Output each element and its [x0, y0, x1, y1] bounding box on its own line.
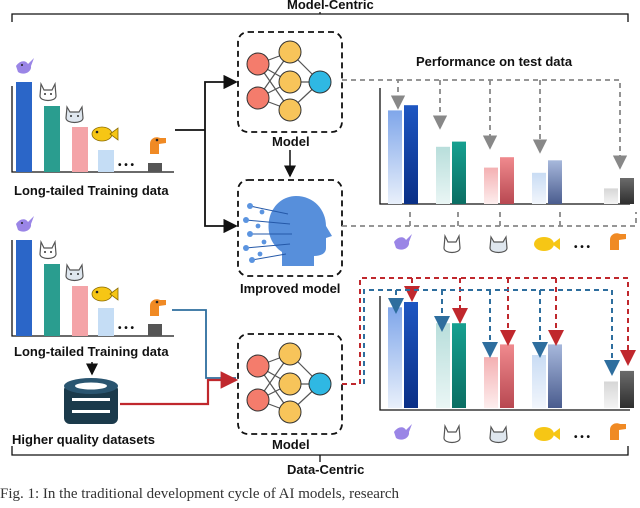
- cat-icon-test: [443, 233, 461, 254]
- fish-icon-test-2: [534, 427, 560, 441]
- train2-bar-fish: [98, 308, 114, 336]
- bird-icon-2: [16, 216, 34, 232]
- dots-top-left: • • •: [118, 160, 135, 171]
- model-centric-label: Model-Centric: [283, 0, 378, 12]
- fish-icon-2: [91, 286, 119, 302]
- perf-top-bar-3-after: [548, 160, 562, 204]
- perf-bottom-bar-4-before: [604, 381, 618, 408]
- data-centric-label: Data-Centric: [287, 462, 365, 477]
- model-label-2: Model: [272, 437, 310, 452]
- perf-top-bar-4-before: [604, 188, 618, 204]
- dots-test-top: • • •: [574, 242, 591, 253]
- perf-bottom-bar-0-before: [388, 307, 402, 408]
- train-bar-bird: [16, 82, 32, 172]
- arrow-training-to-model-blue: [172, 309, 236, 379]
- long-tailed-label-1: Long-tailed Training data: [14, 183, 169, 198]
- train2-bar-bird: [16, 240, 32, 336]
- perf-top-bar-0-after: [404, 105, 418, 204]
- fish-icon-test: [534, 237, 560, 251]
- performance-chart-bottom: [379, 296, 634, 411]
- train-bar-cat-2: [72, 127, 88, 172]
- blue-dashed-connectors: [363, 289, 620, 384]
- perf-bottom-bar-2-after: [500, 344, 514, 408]
- bird-icon-test-2: [394, 424, 412, 440]
- perf-bottom-bar-0-after: [404, 302, 418, 408]
- figure-caption: Fig. 1: In the traditional development c…: [0, 486, 400, 502]
- train2-bar-cat-2: [72, 286, 88, 336]
- improved-model-label: Improved model: [240, 281, 341, 296]
- perf-bottom-bar-2-before: [484, 357, 498, 408]
- train-bar-dino: [148, 163, 162, 172]
- model-centric-bracket: [11, 13, 629, 22]
- dino-icon-test: [610, 233, 626, 250]
- perf-top-bar-2-after: [500, 157, 514, 204]
- long-tailed-label-2: Long-tailed Training data: [14, 344, 169, 359]
- perf-bottom-bar-4-after: [620, 370, 634, 408]
- perf-top-bar-1-after: [452, 141, 466, 204]
- cat-icon-2: [39, 239, 57, 260]
- dots-test-bottom: • • •: [574, 432, 591, 443]
- higher-quality-label: Higher quality datasets: [12, 432, 156, 447]
- perf-bottom-bar-1-after: [452, 323, 466, 408]
- perf-top-bar-1-before: [436, 146, 450, 204]
- cat-icon-test-2: [443, 423, 461, 444]
- perf-top-bar-0-before: [388, 110, 402, 204]
- train2-bar-dino: [148, 324, 162, 336]
- perf-bottom-bar-3-after: [548, 344, 562, 408]
- dino-icon: [150, 137, 166, 154]
- perf-bottom-bar-1-before: [436, 323, 450, 408]
- train2-bar-cat: [44, 264, 60, 336]
- model-label-1: Model: [272, 134, 310, 149]
- cat-2-icon-test-2: [489, 425, 508, 444]
- dino-icon-test-2: [610, 423, 626, 440]
- test-icons-top: • • •: [394, 233, 626, 254]
- performance-title: Performance on test data: [416, 54, 573, 69]
- model-box-top: [237, 31, 343, 133]
- performance-chart-top: [379, 88, 634, 205]
- perf-top-bar-2-before: [484, 167, 498, 204]
- training-data-chart-bottom: • • •: [11, 216, 174, 337]
- training-data-chart-top: • • •: [11, 58, 174, 173]
- perf-bottom-bar-3-before: [532, 355, 546, 408]
- cat-2-icon: [65, 105, 84, 124]
- bird-icon-test: [394, 234, 412, 250]
- arrow-branch-to-improved: [204, 130, 238, 234]
- cat-2-icon-2: [65, 263, 84, 282]
- perf-top-bar-3-before: [532, 172, 546, 204]
- train-bar-fish: [98, 150, 114, 172]
- cat-2-icon-test: [489, 235, 508, 254]
- gray-dashed-connectors: [342, 79, 637, 227]
- bird-icon: [16, 58, 34, 74]
- fish-icon: [91, 126, 119, 142]
- cat-icon: [39, 81, 57, 102]
- dots-bottom-left: • • •: [118, 323, 135, 334]
- ai-head-icon: [243, 196, 332, 266]
- model-box-bottom: [237, 333, 343, 435]
- arrow-db-to-model-red: [120, 371, 239, 406]
- dino-icon-2: [150, 299, 166, 316]
- perf-top-bar-4-after: [620, 178, 634, 204]
- test-icons-bottom: • • •: [394, 423, 626, 444]
- database-icon: [64, 378, 118, 424]
- train-bar-cat: [44, 106, 60, 172]
- arrow-branch-to-model: [204, 74, 238, 130]
- improved-model-box: [237, 179, 343, 277]
- data-centric-bracket: [11, 446, 629, 456]
